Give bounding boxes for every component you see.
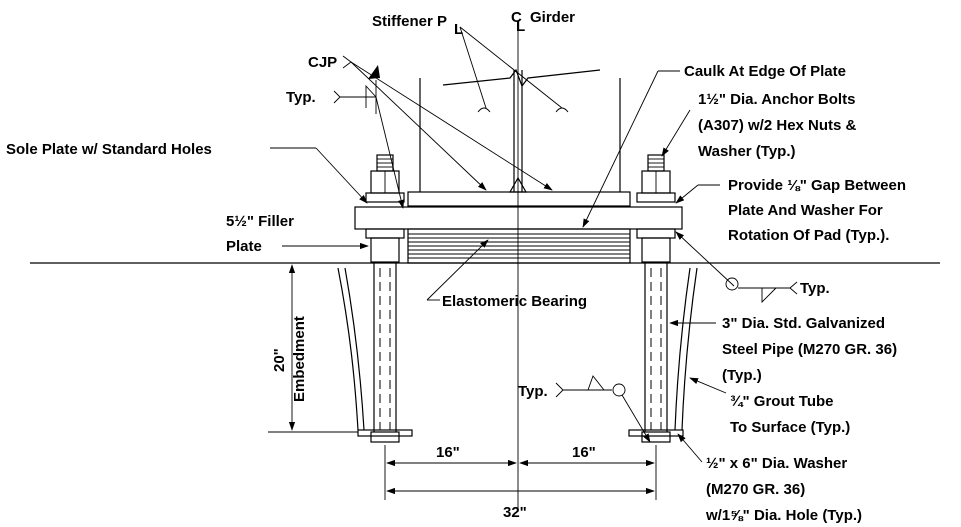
girder-centerline-c: C <box>511 9 522 26</box>
anchor-bolt-label-3: Washer (Typ.) <box>698 143 796 160</box>
typ-grout-all-around <box>612 383 626 397</box>
washer-label-3: w/1⅝" Dia. Hole (Typ.) <box>705 507 862 524</box>
horizontal-dimensions <box>384 445 657 500</box>
stiffener-leader-right <box>459 26 563 109</box>
typ-label-grout: Typ. <box>518 383 548 400</box>
dimension-total-label: 32" <box>503 504 527 521</box>
stiffener-cl-mark-right <box>555 107 569 113</box>
typ-weld-leader-left <box>375 96 405 209</box>
washer-label-1: ½" x 6" Dia. Washer <box>706 455 847 472</box>
cjp-weld-marker <box>368 65 380 79</box>
embedment-label: Embedment <box>291 316 308 402</box>
sole-plate-leader <box>315 147 368 204</box>
gap-leader <box>675 184 699 204</box>
gap-label-1: Provide ⅛" Gap Between <box>728 177 906 194</box>
grout-leader <box>689 377 727 394</box>
washer-leader <box>677 433 703 463</box>
elastomeric-leader <box>426 239 489 301</box>
filler-plate-label-1: 5½" Filler <box>226 213 294 230</box>
right-anchor-bolt <box>628 154 698 443</box>
anchor-bolt-label-1: 1½" Dia. Anchor Bolts <box>698 91 855 108</box>
girder-break-line <box>442 68 601 88</box>
pipe-label-2: Steel Pipe (M270 GR. 36) <box>722 341 897 358</box>
embedment-dimension-value: 20" <box>271 348 288 372</box>
cjp-label: CJP <box>308 54 337 71</box>
stiffener-label: Stiffener P <box>372 13 447 30</box>
left-anchor-bolt <box>337 154 413 443</box>
typ-grout-weld-symbol <box>555 375 612 398</box>
dimension-left-label: 16" <box>436 444 460 461</box>
pipe-label-3: (Typ.) <box>722 367 762 384</box>
girder-label: Girder <box>530 9 575 26</box>
embedment-dimension <box>268 262 358 433</box>
typ-weld-label-left: Typ. <box>286 89 316 106</box>
typ-weld-symbol-left <box>333 80 377 114</box>
girder-centerline-l: L <box>516 18 525 35</box>
stiffener-cl-subscript: L <box>454 21 463 38</box>
grout-tube-label-1: ¾" Grout Tube <box>730 393 834 410</box>
elastomeric-bearing <box>407 228 631 264</box>
cjp-leader-tail <box>342 55 352 69</box>
caulk-leader <box>582 70 659 228</box>
typ-label-right: Typ. <box>800 280 830 297</box>
gap-label-3: Rotation Of Pad (Typ.). <box>728 227 889 244</box>
typ-right-leader <box>675 231 735 287</box>
cjp-leader-1 <box>350 61 487 191</box>
stiffener-plates <box>419 78 621 192</box>
washer-label-2: (M270 GR. 36) <box>706 481 805 498</box>
stiffener-cl-mark-left <box>477 107 491 113</box>
girder-web <box>513 70 523 192</box>
typ-grout-leader <box>621 394 651 443</box>
filler-plate-label-2: Plate <box>226 238 262 255</box>
sole-plate-label: Sole Plate w/ Standard Holes <box>6 141 212 158</box>
elastomeric-bearing-label: Elastomeric Bearing <box>442 293 587 310</box>
stiffener-leader-left <box>459 26 487 109</box>
sole-plate <box>354 206 683 230</box>
anchor-bolt-leader <box>661 109 691 157</box>
pipe-label-1: 3" Dia. Std. Galvanized <box>722 315 885 332</box>
gap-label-2: Plate And Washer For <box>728 202 883 219</box>
cjp-leader-2 <box>350 61 553 191</box>
anchor-bolt-label-2: (A307) w/2 Hex Nuts & <box>698 117 857 134</box>
web-weld-symbol <box>508 176 528 193</box>
grout-tube-label-2: To Surface (Typ.) <box>730 419 850 436</box>
dimension-right-label: 16" <box>572 444 596 461</box>
typ-right-weld-symbol <box>738 281 798 304</box>
typ-right-all-around <box>725 277 739 291</box>
caulk-label: Caulk At Edge Of Plate <box>684 63 846 80</box>
